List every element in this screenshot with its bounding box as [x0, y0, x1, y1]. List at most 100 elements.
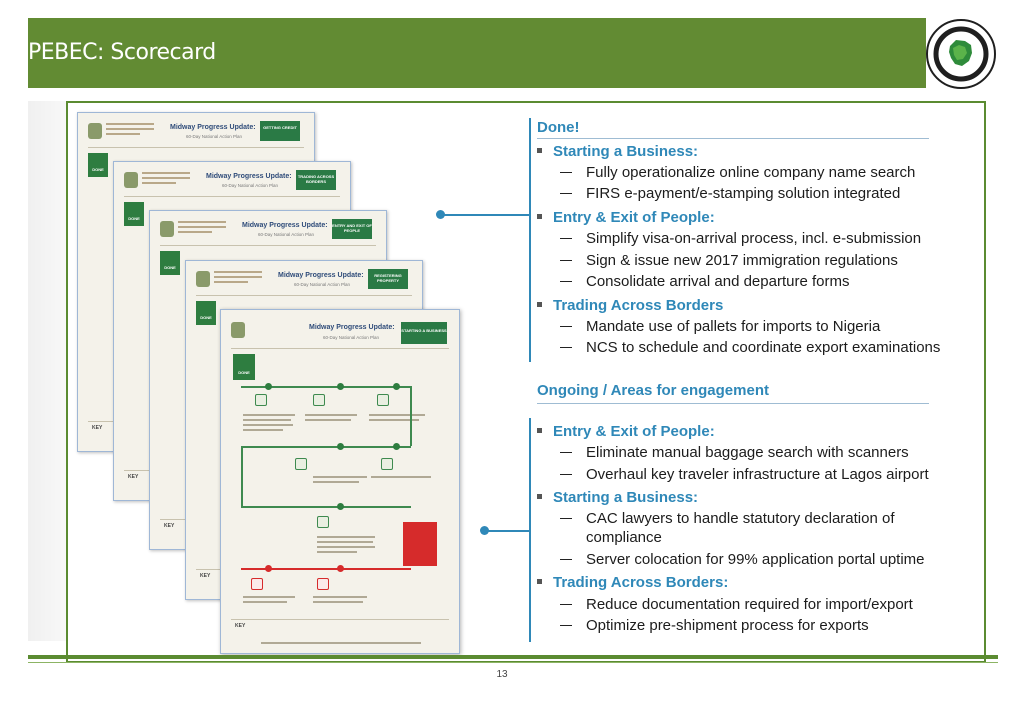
bullet-icon	[537, 147, 542, 153]
step-node	[337, 503, 344, 510]
done-badge: DONE	[124, 202, 144, 226]
list-item: Sign & issue new 2017 immigration regula…	[560, 252, 898, 269]
connector-dot-done	[436, 210, 445, 219]
done-divider	[537, 138, 929, 139]
list-item: Consolidate arrival and departure forms	[560, 273, 849, 290]
crest-icon	[124, 172, 138, 188]
key-bar: KEY	[231, 619, 449, 633]
step-node	[265, 565, 272, 572]
text-line	[261, 642, 421, 644]
list-item: Reduce documentation required for import…	[560, 596, 913, 613]
page-title: PEBEC: Scorecard	[28, 40, 216, 65]
dash-icon	[560, 517, 572, 519]
step-icon	[317, 578, 329, 590]
divider	[88, 147, 304, 148]
step-node	[393, 383, 400, 390]
crest-icon	[88, 123, 102, 139]
step-icon	[377, 394, 389, 406]
done-group-trading-borders: Trading Across Borders	[537, 297, 723, 314]
document-title: Midway Progress Update:	[170, 124, 256, 131]
group-title: Trading Across Borders:	[553, 574, 729, 591]
dash-icon	[560, 346, 572, 348]
done-badge: DONE	[88, 153, 108, 177]
list-item-text: CAC lawyers to handle statutory declarat…	[586, 510, 895, 527]
header-lines	[178, 221, 226, 236]
document-tag: ENTRY AND EXIT OF PEOPLE	[332, 219, 372, 239]
document-title: Midway Progress Update:	[278, 272, 364, 279]
dash-icon	[560, 624, 572, 626]
frame-shadow	[28, 101, 68, 641]
done-badge: DONE	[196, 301, 216, 325]
divider	[196, 295, 412, 296]
text-line	[243, 419, 291, 421]
list-item-text: FIRS e-payment/e-stamping solution integ…	[586, 185, 901, 202]
dash-icon	[560, 451, 572, 453]
text-line	[243, 414, 295, 416]
key-label: KEY	[235, 623, 246, 629]
document-subtitle: 60-Day National Action Plan	[222, 183, 279, 188]
text-line	[305, 414, 357, 416]
text-line	[369, 414, 425, 416]
bullet-icon	[537, 493, 542, 499]
list-item-text: Fully operationalize online company name…	[586, 164, 916, 181]
bullet-icon	[537, 301, 542, 307]
text-line	[313, 601, 363, 603]
group-title: Entry & Exit of People:	[553, 209, 715, 226]
text-line	[313, 596, 367, 598]
step-node	[337, 383, 344, 390]
step-icon	[251, 578, 263, 590]
flow-line	[241, 568, 411, 570]
bullet-icon	[537, 578, 542, 584]
key-label: KEY	[128, 474, 139, 480]
flow-line	[241, 506, 411, 508]
step-icon	[381, 458, 393, 470]
step-node	[265, 383, 272, 390]
done-group-starting-business: Starting a Business:	[537, 143, 698, 160]
step-icon	[255, 394, 267, 406]
bullet-icon	[537, 213, 542, 219]
list-item: Simplify visa-on-arrival process, incl. …	[560, 230, 921, 247]
list-item-text: Reduce documentation required for import…	[586, 596, 913, 613]
list-item: Optimize pre-shipment process for export…	[560, 617, 869, 634]
connector-line-done	[441, 214, 529, 216]
step-node	[337, 565, 344, 572]
footer-rule	[28, 655, 998, 659]
header-lines	[142, 172, 190, 187]
list-item-text: Sign & issue new 2017 immigration regula…	[586, 252, 898, 269]
divider	[231, 348, 449, 349]
flow-line	[241, 386, 411, 388]
key-label: KEY	[92, 425, 103, 431]
text-line	[243, 429, 283, 431]
list-item: Fully operationalize online company name…	[560, 164, 915, 181]
list-item-continuation: compliance	[586, 529, 662, 546]
text-line	[313, 481, 359, 483]
dash-icon	[560, 325, 572, 327]
ongoing-group-entry-exit: Entry & Exit of People:	[537, 423, 715, 440]
text-line	[313, 476, 367, 478]
bracket-ongoing	[529, 418, 531, 642]
group-title: Starting a Business:	[553, 143, 699, 160]
scorecard-document-front: Midway Progress Update: 60-Day National …	[220, 309, 460, 654]
document-subtitle: 60-Day National Action Plan	[186, 134, 243, 139]
work-in-progress-badge	[403, 522, 437, 566]
dash-icon	[560, 192, 572, 194]
document-tag: REGISTERING PROPERTY	[368, 269, 408, 289]
document-tag: GETTING CREDIT	[260, 121, 300, 141]
dash-icon	[560, 237, 572, 239]
document-title: Midway Progress Update:	[309, 324, 395, 331]
document-tag: STARTING A BUSINESS	[401, 322, 447, 344]
list-item-text: NCS to schedule and coordinate export ex…	[586, 339, 941, 356]
title-bar	[28, 18, 926, 88]
text-line	[317, 551, 357, 553]
ongoing-group-starting-business: Starting a Business:	[537, 489, 698, 506]
document-title: Midway Progress Update:	[242, 222, 328, 229]
text-line	[243, 424, 293, 426]
done-heading: Done!	[537, 119, 580, 136]
dash-icon	[560, 259, 572, 261]
header-lines	[106, 123, 154, 138]
connector-line-ongoing	[485, 530, 529, 532]
ongoing-heading: Ongoing / Areas for engagement	[537, 382, 769, 399]
list-item: NCS to schedule and coordinate export ex…	[560, 339, 940, 356]
list-item-text: Simplify visa-on-arrival process, incl. …	[586, 230, 922, 247]
list-item-text: Server colocation for 99% application po…	[586, 551, 925, 568]
